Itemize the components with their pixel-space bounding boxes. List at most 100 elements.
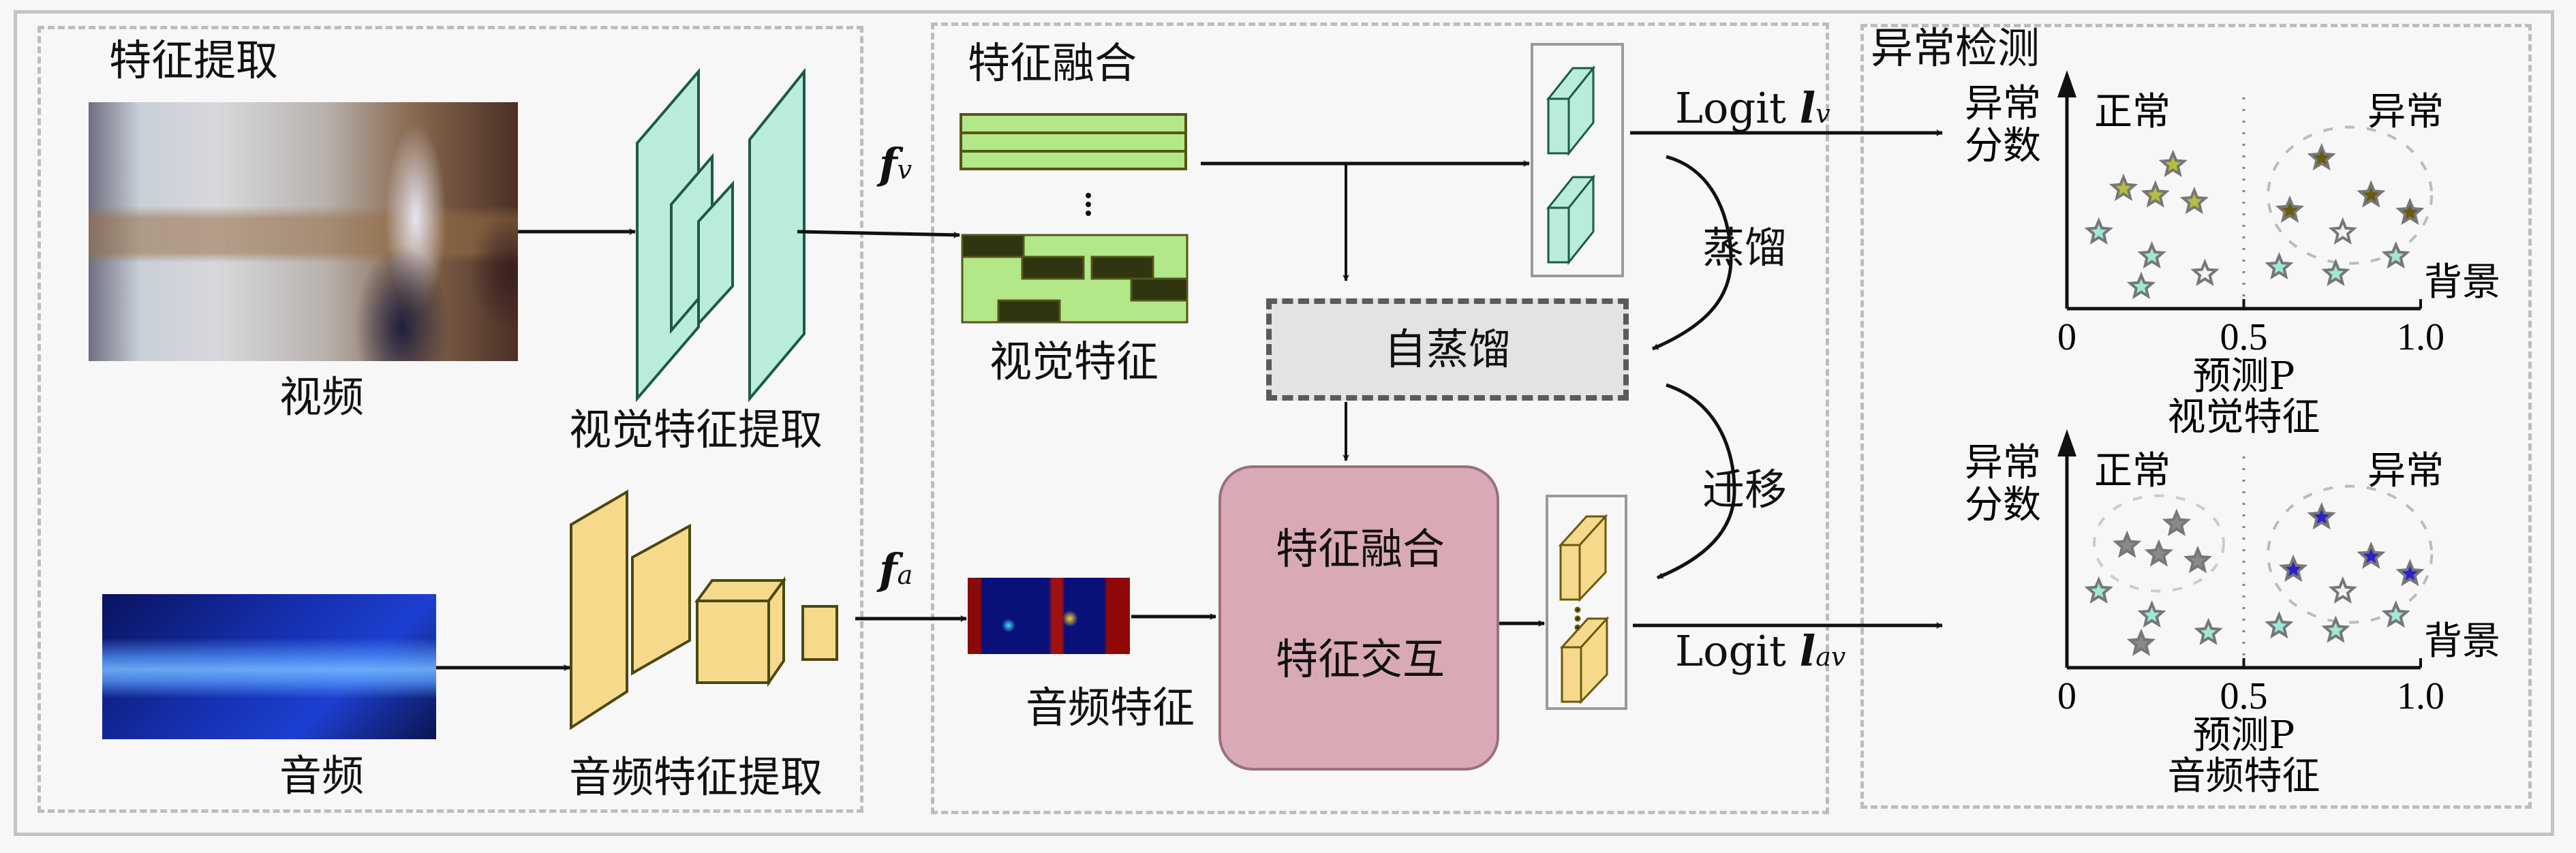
x-tick-label: 0.5 (2220, 675, 2268, 717)
star-point-normal (2162, 508, 2192, 536)
audio-extractor-label: 音频特征提取 (569, 752, 823, 802)
audio-layer-1 (570, 489, 628, 730)
x-tick-label: 0.5 (2220, 316, 2268, 358)
logit-v-blocks (1546, 65, 1596, 266)
self-distillation-box: 自蒸馏 (1266, 298, 1629, 401)
fv-label: fv (879, 139, 913, 189)
logit-v-label: Logit lv (1675, 83, 1830, 133)
star-point-normal (2158, 149, 2188, 177)
visual-layer-3 (697, 180, 734, 328)
visual-extractor-label: 视觉特征提取 (569, 405, 823, 454)
x-tick-label: 1.0 (2397, 316, 2444, 358)
star-point-anomaly (2357, 541, 2386, 569)
distill-label: 蒸馏 (1702, 223, 1788, 273)
audio-feature-label: 音频特征 (1026, 683, 1195, 732)
star-point-background (2126, 271, 2156, 300)
star-point-background (2321, 615, 2350, 643)
star-point-other (2190, 258, 2220, 286)
visual-feature-label: 视觉特征 (990, 337, 1159, 386)
audio-layer-2 (631, 523, 691, 676)
star-point-normal (2183, 546, 2213, 574)
logit-av-label: Logit lav (1675, 626, 1846, 676)
star-point-background (2265, 252, 2294, 280)
feature-extraction-title: 特征提取 (109, 35, 279, 85)
visual-layer-4 (748, 67, 806, 403)
ellipsis-dots (1086, 193, 1091, 216)
star-point-anomaly (2307, 142, 2336, 171)
region-normal-label: 正常 (2094, 90, 2171, 134)
star-point-other (2328, 576, 2357, 604)
x-tick-label: 0 (2057, 316, 2076, 358)
region-background-label: 背景 (2424, 619, 2500, 664)
audio-waveform-image (102, 594, 436, 739)
region-normal-label: 正常 (2094, 449, 2171, 493)
star-point-anomaly (2307, 502, 2336, 530)
y-axis-label: 分数 (1965, 483, 2041, 527)
star-point-anomaly (2395, 198, 2425, 226)
star-point-other (2328, 217, 2357, 245)
y-axis-label: 异常 (1965, 82, 2041, 126)
y-axis-label: 异常 (1965, 441, 2041, 485)
star-point-background (2381, 241, 2410, 269)
star-point-normal (2144, 539, 2174, 567)
x-tick-label: 1.0 (2397, 675, 2444, 717)
star-point-normal (2126, 628, 2156, 656)
transfer-curve-arrow (1657, 383, 1736, 580)
star-point-background (2084, 576, 2113, 604)
audio-extractor-network (570, 489, 838, 730)
feature-fusion-box: 特征融合 特征交互 (1218, 465, 1499, 771)
fusion-box-line1: 特征融合 (1276, 524, 1445, 574)
anomaly-detection-panel (1860, 24, 2532, 809)
audio-layer-3-front (696, 600, 770, 684)
visual-feature-bottom (961, 234, 1189, 324)
x-tick-label: 0 (2057, 675, 2076, 717)
video-label: 视频 (279, 372, 365, 422)
star-point-normal (2179, 187, 2209, 215)
logit-av-container (1546, 495, 1627, 710)
distill-curve-arrow (1652, 155, 1733, 351)
star-point-anomaly (2275, 195, 2305, 223)
audio-feature-map (968, 578, 1130, 654)
feature-fusion-title: 特征融合 (968, 38, 1137, 88)
audio-layer-4 (801, 605, 838, 661)
anomaly-detection-title: 异常检测 (1871, 23, 2040, 73)
star-point-background (2381, 600, 2410, 628)
feature-extraction-panel (37, 26, 863, 813)
star-point-background (2137, 241, 2166, 269)
audio-layer-3-side (767, 576, 785, 687)
video-frame-image (89, 102, 518, 361)
star-point-normal (2113, 530, 2142, 558)
star-point-background (2265, 611, 2294, 639)
audio-label: 音频 (279, 751, 365, 801)
star-point-background (2194, 617, 2223, 645)
y-axis-arrow (2057, 70, 2076, 97)
star-point-background (2084, 217, 2113, 245)
self-distillation-label: 自蒸馏 (1383, 324, 1511, 374)
arrow-fv (797, 230, 960, 238)
normal-cluster-outline (2092, 494, 2225, 593)
visual-extractor-network (636, 67, 806, 403)
star-point-anomaly (2357, 180, 2386, 208)
logit-av-blocks (1558, 514, 1610, 704)
anomaly-cluster-outline (2267, 125, 2434, 265)
chart-title: 音频特征 (2168, 754, 2320, 798)
region-background-label: 背景 (2424, 260, 2500, 305)
x-axis-label: 预测P (2193, 354, 2295, 399)
star-point-anomaly (2395, 559, 2425, 587)
fusion-box-line2: 特征交互 (1276, 634, 1445, 684)
star-point-background (2321, 258, 2350, 286)
region-anomaly-label: 异常 (2367, 90, 2444, 134)
transfer-label: 迁移 (1702, 465, 1788, 514)
star-point-normal (2109, 173, 2138, 202)
outer-frame (14, 10, 2554, 836)
feature-fusion-panel (931, 22, 1829, 814)
star-point-anomaly (2279, 554, 2308, 583)
visual-feature-top (960, 113, 1187, 170)
y-axis-arrow (2057, 429, 2076, 456)
region-anomaly-label: 异常 (2367, 449, 2444, 493)
star-point-normal (2141, 180, 2170, 208)
